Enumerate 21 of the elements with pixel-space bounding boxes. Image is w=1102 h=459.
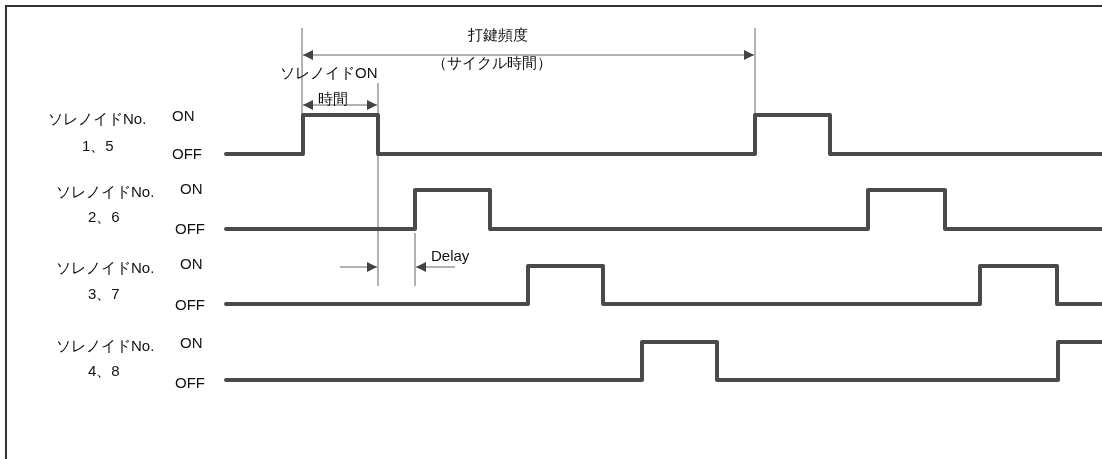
label-text: ON — [180, 334, 203, 352]
label-text: 2、6 — [88, 208, 120, 226]
label-text: OFF — [175, 296, 205, 314]
label-text: ソレノイドNo. — [56, 183, 155, 201]
label-text: ソレノイドNo. — [56, 337, 155, 355]
label-text: ソレノイドON — [280, 64, 378, 82]
label-text: Delay — [431, 247, 470, 265]
label-text: ON — [180, 180, 203, 198]
label-text: ソレノイドNo. — [56, 259, 155, 277]
label-text: 4、8 — [88, 362, 120, 380]
label-text: ON — [172, 107, 195, 125]
label-text: （サイクル時間） — [432, 54, 552, 72]
label-text: ソレノイドNo. — [48, 110, 147, 128]
label-text: OFF — [172, 145, 202, 163]
label-text: 1、5 — [82, 137, 114, 155]
label-text: ON — [180, 255, 203, 273]
label-text: 打鍵頻度 — [468, 26, 528, 44]
label-text: 3、7 — [88, 285, 120, 303]
label-text: OFF — [175, 220, 205, 238]
label-text: 時間 — [318, 90, 348, 108]
label-text: OFF — [175, 374, 205, 392]
